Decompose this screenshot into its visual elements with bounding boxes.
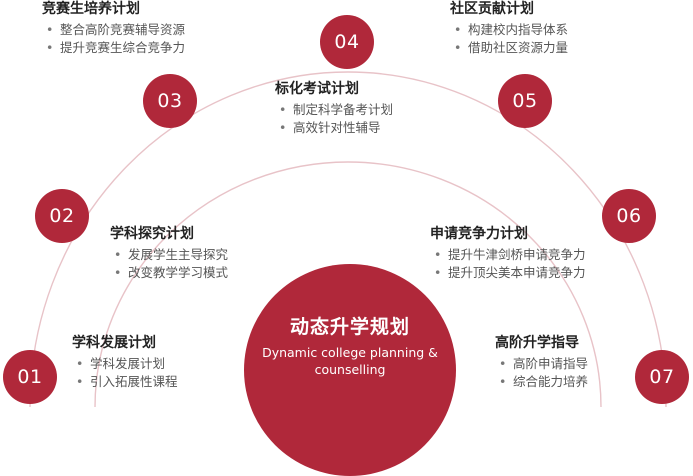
step-item: 整合高阶竞赛辅导资源 [42,21,185,39]
step-node-06: 06 [602,189,656,243]
step-item: 综合能力培养 [495,373,588,391]
step-node-05: 05 [498,74,552,128]
step-item: 制定科学备考计划 [275,101,393,119]
step-item: 高阶申请指导 [495,355,588,373]
step-node-01: 01 [3,350,57,404]
step-block-04: 标化考试计划 制定科学备考计划 高效针对性辅导 [275,80,393,137]
center-subtitle-line2: counselling [314,362,386,377]
step-block-03: 竞赛生培养计划 整合高阶竞赛辅导资源 提升竞赛生综合竞争力 [42,0,185,57]
step-node-07: 07 [635,350,689,404]
step-item: 借助社区资源力量 [450,39,568,57]
step-block-06: 申请竞争力计划 提升牛津剑桥申请竞争力 提升顶尖美本申请竞争力 [430,225,586,282]
connector-arcs [29,71,667,407]
step-block-02: 学科探究计划 发展学生主导探究 改变教学学习模式 [110,225,228,282]
step-item: 提升竞赛生综合竞争力 [42,39,185,57]
step-title: 社区贡献计划 [450,1,534,17]
outer-arc [29,71,667,407]
step-item: 学科发展计划 [72,355,178,373]
step-item: 引入拓展性课程 [72,373,178,391]
step-item: 改变教学学习模式 [110,264,228,282]
step-block-07: 高阶升学指导 高阶申请指导 综合能力培养 [495,334,588,391]
step-item: 提升顶尖美本申请竞争力 [430,264,586,282]
step-item: 提升牛津剑桥申请竞争力 [430,246,586,264]
step-title: 学科发展计划 [72,335,156,351]
step-node-04: 04 [320,15,374,69]
center-label: 动态升学规划 Dynamic college planning & counse… [244,314,456,378]
step-title: 高阶升学指导 [495,335,579,351]
step-title: 标化考试计划 [275,81,359,97]
inner-arc [94,161,602,407]
step-item: 发展学生主导探究 [110,246,228,264]
step-title: 竞赛生培养计划 [42,1,140,17]
center-subtitle: Dynamic college planning & counselling [244,344,456,378]
step-title: 学科探究计划 [110,226,194,242]
step-item: 高效针对性辅导 [275,119,393,137]
step-block-01: 学科发展计划 学科发展计划 引入拓展性课程 [72,334,178,391]
step-item: 构建校内指导体系 [450,21,568,39]
planning-diagram: 动态升学规划 Dynamic college planning & counse… [0,0,693,407]
step-node-03: 03 [143,74,197,128]
center-subtitle-line1: Dynamic college planning & [262,345,438,360]
step-node-02: 02 [35,189,89,243]
step-block-05: 社区贡献计划 构建校内指导体系 借助社区资源力量 [450,0,568,57]
center-title: 动态升学规划 [289,316,410,338]
step-title: 申请竞争力计划 [430,226,528,242]
